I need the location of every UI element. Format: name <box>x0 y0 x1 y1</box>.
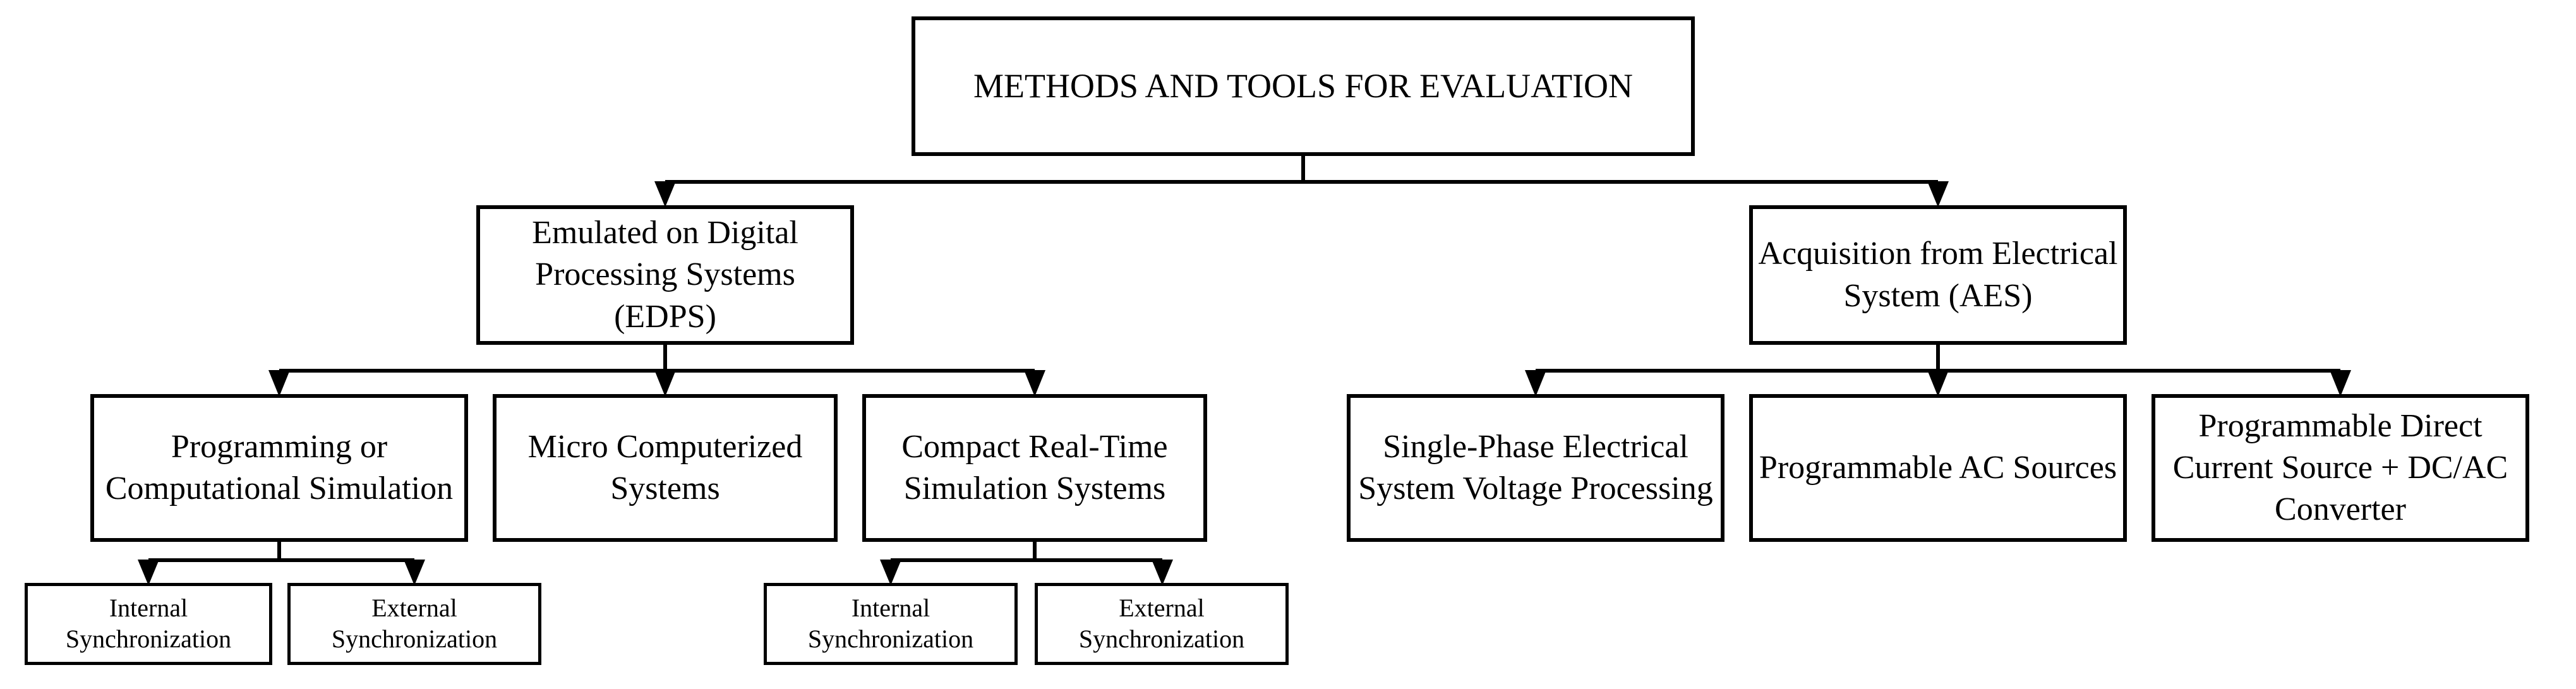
node-label: Programming or Computational Simulation <box>105 428 454 506</box>
node-label: Compact Real-Time Simulation Systems <box>901 428 1168 506</box>
node-edps: Emulated on Digital Processing Systems (… <box>476 205 854 345</box>
node-label: Single-Phase Electrical System Voltage P… <box>1358 428 1713 506</box>
node-internal-sync-programming: Internal Synchronization <box>25 583 272 665</box>
node-label: Programmable Direct Current Source + DC/… <box>2172 407 2508 528</box>
connector-edps-to-children <box>268 344 1045 397</box>
connector-programming-to-sync <box>138 541 425 585</box>
node-label: Internal Synchronization <box>807 594 974 653</box>
node-external-sync-programming: External Synchronization <box>287 583 541 665</box>
arrowhead-to-ext-sync-prog <box>404 560 425 585</box>
node-label: External Synchronization <box>331 594 498 653</box>
connector-compact-to-sync <box>880 541 1173 585</box>
node-single-phase-processing: Single-Phase Electrical System Voltage P… <box>1347 394 1724 542</box>
node-programming-simulation: Programming or Computational Simulation <box>90 394 468 542</box>
arrowhead-to-aes <box>1927 181 1949 207</box>
node-label: Acquisition from Electrical System (AES) <box>1758 236 2118 314</box>
arrowhead-to-prog-ac <box>1927 370 1949 397</box>
node-label: Programmable AC Sources <box>1759 449 2117 486</box>
arrowhead-to-compact <box>1024 370 1045 397</box>
node-label: METHODS AND TOOLS FOR EVALUATION <box>973 67 1634 105</box>
node-label: Micro Computerized Systems <box>527 428 803 506</box>
node-compact-real-time: Compact Real-Time Simulation Systems <box>862 394 1207 542</box>
node-external-sync-compact: External Synchronization <box>1035 583 1289 665</box>
arrowhead-to-micro <box>654 370 676 397</box>
node-methods-and-tools-root: METHODS AND TOOLS FOR EVALUATION <box>912 16 1695 156</box>
arrowhead-to-int-sync-crt <box>880 560 901 585</box>
arrowhead-to-int-sync-prog <box>138 560 159 585</box>
arrowhead-to-edps <box>654 181 676 207</box>
node-label: Internal Synchronization <box>65 594 232 653</box>
connector-aes-to-children <box>1525 344 2351 397</box>
node-programmable-dc-converter: Programmable Direct Current Source + DC/… <box>2152 394 2529 542</box>
arrowhead-to-programming <box>268 370 290 397</box>
node-programmable-ac-sources: Programmable AC Sources <box>1749 394 2127 542</box>
node-aes: Acquisition from Electrical System (AES) <box>1749 205 2127 345</box>
arrowhead-to-single-phase <box>1525 370 1546 397</box>
node-internal-sync-compact: Internal Synchronization <box>764 583 1018 665</box>
node-micro-computerized: Micro Computerized Systems <box>493 394 838 542</box>
node-label: Emulated on Digital Processing Systems (… <box>532 215 798 335</box>
node-label: External Synchronization <box>1078 594 1245 653</box>
arrowhead-to-ext-sync-crt <box>1152 560 1173 585</box>
arrowhead-to-prog-dc <box>2330 370 2351 397</box>
connector-root-to-level2 <box>654 155 1949 207</box>
